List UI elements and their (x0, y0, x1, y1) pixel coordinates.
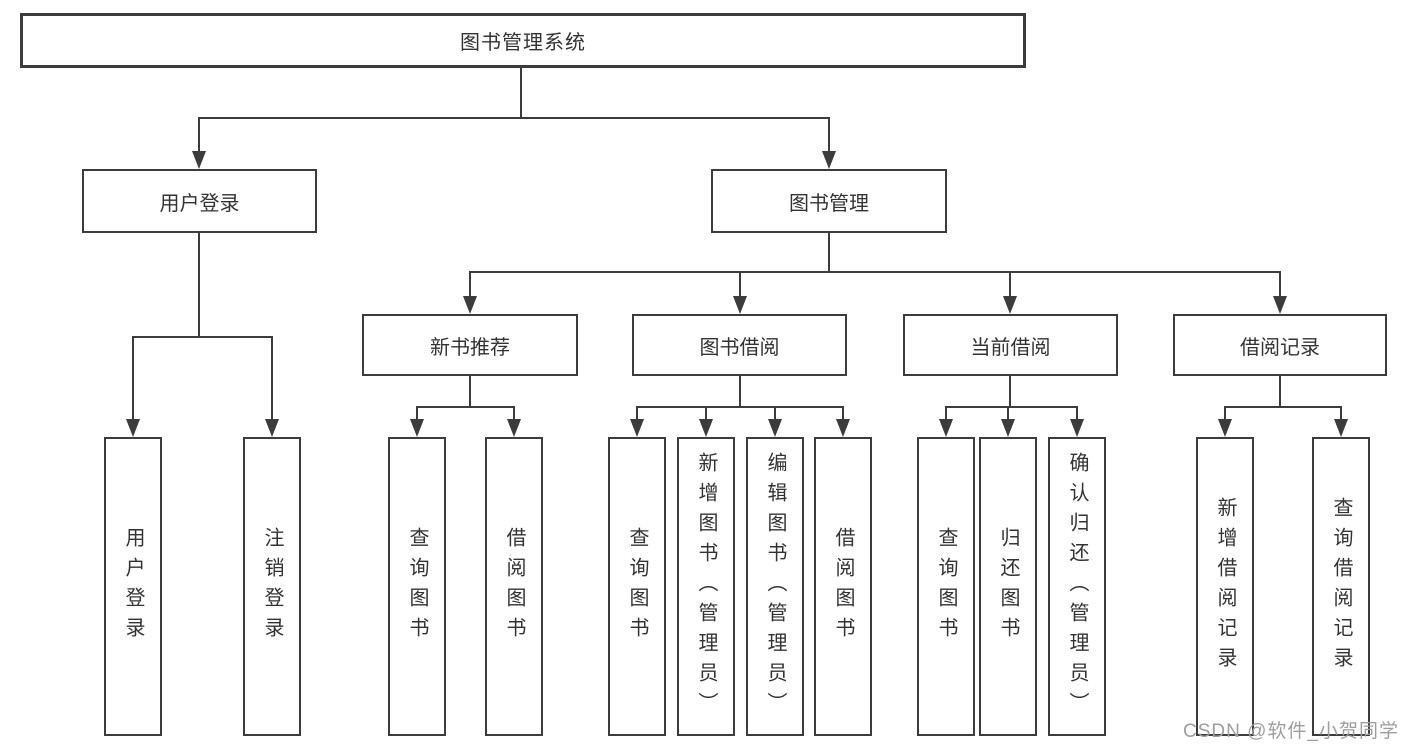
leaf-return-book-label: 归还图书 (997, 526, 1019, 647)
connector-leaf-drop (842, 406, 844, 421)
connector-leaf-drop (636, 406, 638, 421)
leaf-user-login: 用户登录 (104, 437, 162, 736)
leaf-query-borrow-record: 查询借阅记录 (1312, 437, 1370, 736)
connector-book-borrowing-stem (739, 376, 741, 408)
leaf-return-book: 归还图书 (979, 437, 1037, 736)
leaf-query-books-recommend-label: 查询图书 (406, 526, 428, 647)
connector-level3-drop (469, 271, 471, 298)
connector-leaf-drop (774, 406, 776, 421)
arrow-down-icon (630, 419, 644, 437)
arrow-down-icon (1003, 296, 1017, 314)
arrow-down-icon (1001, 419, 1015, 437)
node-book-borrowing: 图书借阅 (632, 314, 847, 376)
connector-leaf-drop (132, 336, 134, 421)
leaf-add-book-admin-label: 新增图书（管理员） (695, 451, 717, 722)
connector-user-login-stem (198, 233, 200, 338)
arrow-down-icon (463, 296, 477, 314)
csdn-watermark: CSDN @软件_小贺同学 (1183, 721, 1399, 742)
leaf-user-login-label: 用户登录 (122, 526, 144, 647)
arrow-down-icon (939, 419, 953, 437)
node-new-book-recommend-label: 新书推荐 (430, 336, 510, 359)
connector-new-book-stem (469, 376, 471, 408)
leaf-query-books-borrowing-label: 查询图书 (626, 526, 648, 647)
leaf-query-borrow-record-label: 查询借阅记录 (1330, 496, 1352, 677)
node-book-management: 图书管理 (711, 169, 947, 233)
leaf-borrow-books-borrowing-label: 借阅图书 (832, 526, 854, 647)
connector-root-rail (198, 117, 830, 119)
connector-leaf-drop (945, 406, 947, 421)
leaf-query-books-borrowing: 查询图书 (608, 437, 666, 736)
connector-level3-drop (1279, 271, 1281, 298)
node-root-label: 图书管理系统 (460, 32, 586, 54)
node-borrow-records: 借阅记录 (1173, 314, 1387, 376)
arrow-down-icon (1334, 419, 1348, 437)
connector-level3-rail (469, 271, 1281, 273)
arrow-down-icon (1273, 296, 1287, 314)
connector-user-login-rail (132, 336, 273, 338)
node-book-borrowing-label: 图书借阅 (699, 336, 780, 359)
arrow-down-icon (410, 419, 424, 437)
arrow-down-icon (699, 419, 713, 437)
connector-leaf-drop (705, 406, 707, 421)
connector-book-borrowing-rail (636, 406, 844, 408)
node-new-book-recommend: 新书推荐 (362, 314, 578, 376)
leaf-query-books-recommend: 查询图书 (388, 437, 446, 736)
node-user-login-label: 用户登录 (159, 192, 240, 215)
arrow-down-icon (1218, 419, 1232, 437)
leaf-query-books-current: 查询图书 (917, 437, 975, 736)
node-user-login: 用户登录 (82, 169, 317, 233)
arrow-down-icon (768, 419, 782, 437)
leaf-logout: 注销登录 (243, 437, 301, 736)
leaf-add-borrow-record: 新增借阅记录 (1196, 437, 1254, 736)
connector-new-book-rail (416, 406, 515, 408)
leaf-add-borrow-record-label: 新增借阅记录 (1214, 496, 1236, 677)
connector-leaf-drop (271, 336, 273, 421)
leaf-borrow-books-recommend-label: 借阅图书 (503, 526, 525, 647)
arrow-down-icon (733, 296, 747, 314)
leaf-add-book-admin: 新增图书（管理员） (677, 437, 735, 736)
leaf-borrow-books-recommend: 借阅图书 (485, 437, 543, 736)
arrow-down-icon (192, 151, 206, 169)
connector-leaf-drop (1224, 406, 1226, 421)
node-borrow-records-label: 借阅记录 (1240, 336, 1320, 359)
leaf-query-books-current-label: 查询图书 (935, 526, 957, 647)
node-book-management-label: 图书管理 (789, 192, 869, 215)
connector-leaf-drop (416, 406, 418, 421)
arrow-down-icon (265, 419, 279, 437)
connector-borrow-records-rail (1224, 406, 1342, 408)
connector-current-borrowing-rail (945, 406, 1078, 408)
node-current-borrowing-label: 当前借阅 (970, 336, 1051, 359)
connector-book-management-drop (828, 117, 830, 152)
connector-leaf-drop (1076, 406, 1078, 421)
connector-leaf-drop (1007, 406, 1009, 421)
connector-current-borrowing-stem (1009, 376, 1011, 408)
arrow-down-icon (822, 151, 836, 169)
connector-leaf-drop (513, 406, 515, 421)
leaf-borrow-books-borrowing: 借阅图书 (814, 437, 872, 736)
arrow-down-icon (1070, 419, 1084, 437)
connector-borrow-records-stem (1279, 376, 1281, 408)
leaf-confirm-return-admin-label: 确认归还（管理员） (1066, 451, 1088, 722)
connector-user-login-drop (198, 117, 200, 152)
connector-level3-drop (739, 271, 741, 298)
leaf-edit-book-admin: 编辑图书（管理员） (746, 437, 804, 736)
arrow-down-icon (507, 419, 521, 437)
node-current-borrowing: 当前借阅 (903, 314, 1118, 376)
connector-root-stem (520, 68, 522, 118)
leaf-logout-label: 注销登录 (261, 526, 283, 647)
arrow-down-icon (126, 419, 140, 437)
connector-level3-drop (1009, 271, 1011, 298)
arrow-down-icon (836, 419, 850, 437)
connector-book-management-stem (828, 233, 830, 273)
leaf-confirm-return-admin: 确认归还（管理员） (1048, 437, 1106, 736)
node-root-library-management-system: 图书管理系统 (20, 13, 1026, 68)
connector-leaf-drop (1340, 406, 1342, 421)
leaf-edit-book-admin-label: 编辑图书（管理员） (764, 451, 786, 722)
